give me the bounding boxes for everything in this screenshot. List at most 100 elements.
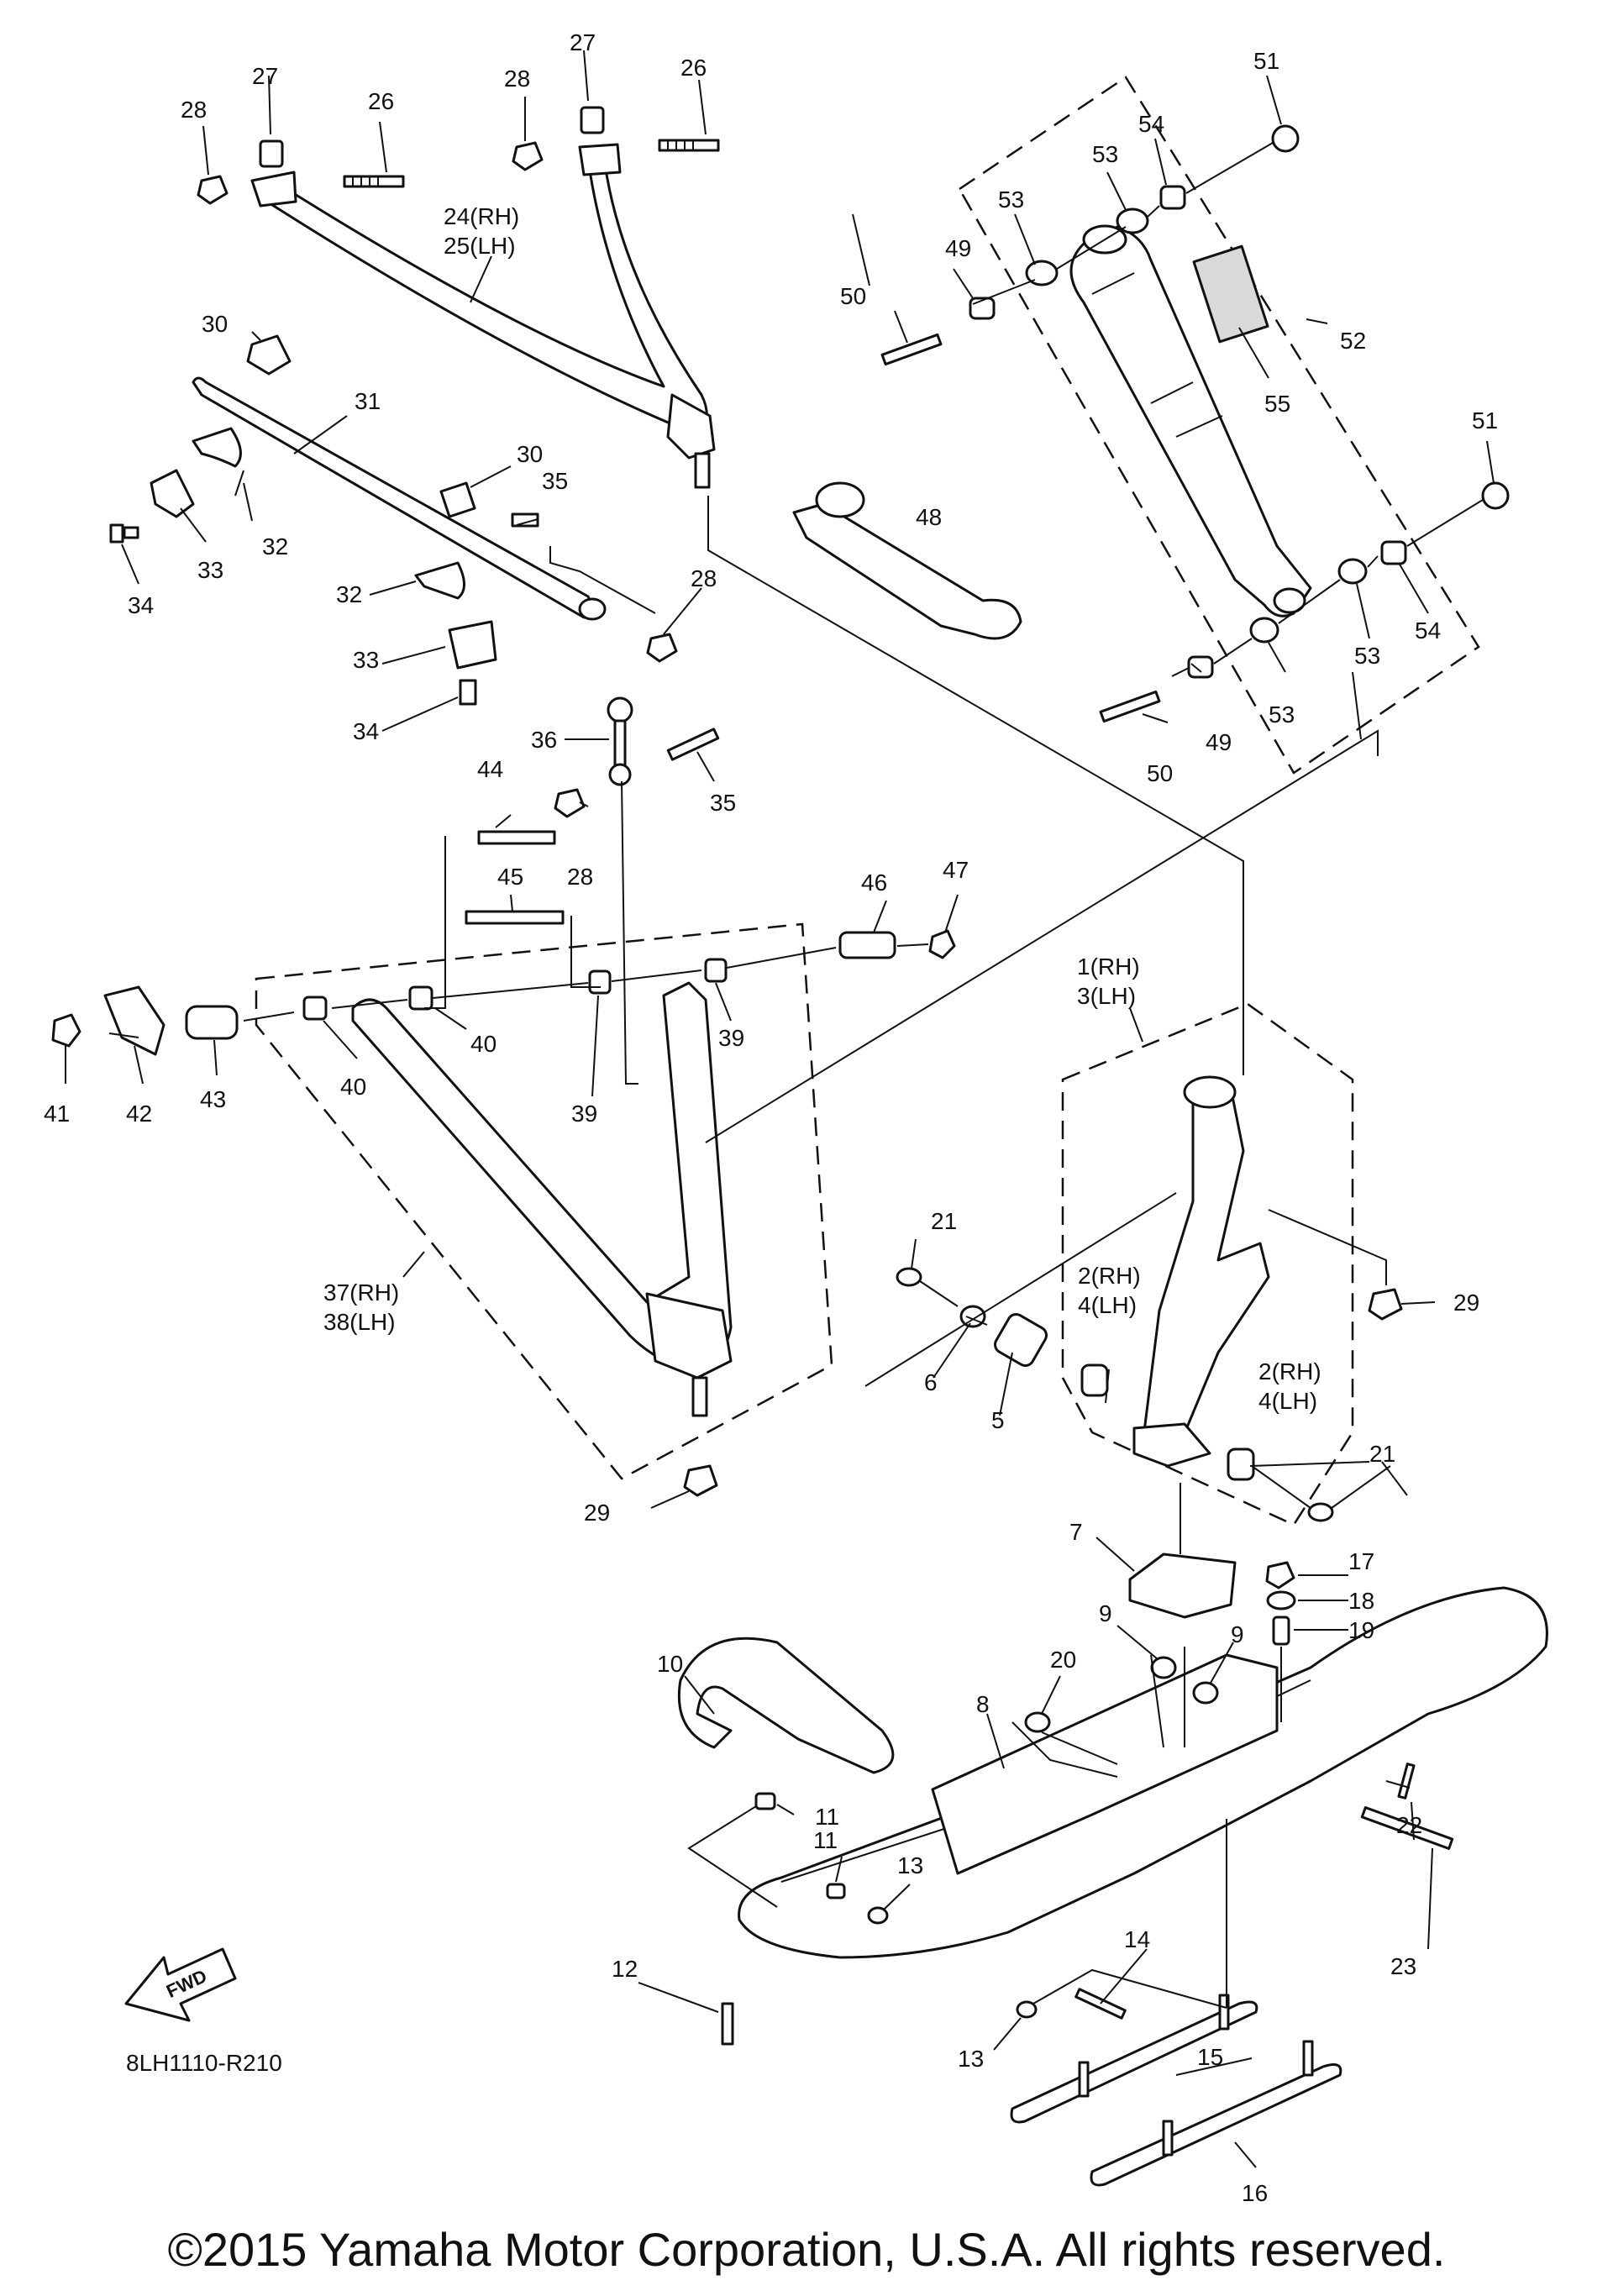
callout-18: 18 (1348, 1588, 1374, 1614)
callout-1: 1(RH) (1077, 954, 1140, 980)
callout-27b: 27 (570, 29, 596, 55)
callout-35b: 35 (710, 790, 736, 816)
nut-17 (1265, 1561, 1295, 1589)
callout-46: 46 (861, 870, 887, 896)
bolt-50-b (1099, 690, 1161, 723)
washer-21-b (1307, 1502, 1334, 1522)
callout-50b: 50 (1147, 760, 1173, 786)
bushing-40-b (408, 985, 433, 1011)
shock-absorber (1069, 224, 1312, 617)
callout-39b: 39 (718, 1025, 744, 1051)
callout-49a: 49 (945, 235, 971, 261)
nut-11-b (826, 1883, 846, 1899)
callout-23: 23 (1390, 1953, 1416, 1979)
bolt-45 (465, 910, 565, 925)
callout-55: 55 (1264, 391, 1290, 417)
bushing-53-d (1249, 617, 1279, 644)
callout-28a: 28 (181, 97, 207, 123)
collar-49-b (1187, 655, 1214, 679)
callout-9b: 9 (1231, 1621, 1244, 1647)
tool-48 (792, 481, 1022, 640)
callout-48: 48 (916, 504, 942, 530)
callout-27a: 27 (252, 63, 278, 89)
bracket-33-a (150, 469, 195, 518)
callout-11b: 11 (813, 1827, 838, 1853)
callout-7: 7 (1069, 1519, 1083, 1545)
callout-47: 47 (943, 857, 969, 883)
collar-27-right (580, 106, 605, 134)
collar-27-left (259, 139, 284, 168)
bushing-9-a (1150, 1656, 1177, 1679)
callout-29b: 29 (584, 1500, 610, 1526)
callout-44: 44 (477, 756, 503, 782)
callout-30b: 30 (517, 441, 543, 467)
callout-17: 17 (1348, 1548, 1374, 1574)
lower-arm-group-box (255, 922, 833, 1480)
callout-25: 25(LH) (444, 233, 516, 259)
callout-43: 43 (200, 1086, 226, 1112)
collar-19 (1272, 1616, 1290, 1646)
callout-29a: 29 (1453, 1290, 1479, 1316)
bushing-9-b (1192, 1681, 1219, 1705)
callout-4b: 4(LH) (1258, 1388, 1317, 1414)
callout-5: 5 (991, 1407, 1005, 1433)
collar-54-b (1380, 540, 1407, 565)
collar-5 (994, 1313, 1048, 1367)
label-55 (1192, 244, 1269, 344)
callout-51b: 51 (1472, 407, 1498, 433)
callout-26a: 26 (368, 88, 394, 114)
callout-33a: 33 (197, 557, 223, 583)
callout-14: 14 (1124, 1926, 1150, 1952)
wear-bar-15 (1010, 1994, 1258, 2124)
callout-labels: 1(RH) 3(LH) 2(RH) 4(LH) 2(RH) 4(LH) 5 6 … (44, 29, 1498, 2206)
callout-42: 42 (126, 1101, 152, 1127)
callout-6: 6 (924, 1369, 938, 1395)
leader-lines (234, 142, 1484, 2009)
lower-a-arm (351, 981, 733, 1417)
spindle (1132, 1075, 1270, 1468)
ski-handle-10 (677, 1637, 895, 1774)
callout-19: 19 (1348, 1617, 1374, 1643)
wear-bar-16 (1090, 2040, 1342, 2187)
callout-21b: 21 (1369, 1441, 1395, 1467)
callout-13a: 13 (897, 1852, 923, 1878)
callout-45: 45 (497, 864, 523, 890)
clamp-32-a (192, 427, 242, 468)
bracket-33-b (448, 620, 497, 670)
nut-29-b (683, 1464, 718, 1497)
bolt-23 (1360, 1806, 1454, 1850)
bushing-2-b (1227, 1447, 1255, 1481)
bushing-2-a (1080, 1363, 1109, 1397)
callout-34b: 34 (353, 718, 379, 744)
link-rod-36 (607, 696, 633, 786)
spindle-group-box (1061, 1002, 1354, 1526)
nut-29-a (1368, 1288, 1403, 1321)
callout-9a: 9 (1099, 1600, 1112, 1626)
callout-2b: 2(RH) (1258, 1358, 1321, 1384)
callout-32a: 32 (262, 533, 288, 560)
callout-16: 16 (1242, 2180, 1268, 2206)
callout-33b: 33 (353, 647, 379, 673)
callout-36: 36 (531, 727, 557, 753)
callout-51a: 51 (1253, 48, 1279, 74)
copyright-notice: ©2015 Yamaha Motor Corporation, U.S.A. A… (167, 2223, 1446, 2276)
callout-28c: 28 (691, 565, 717, 591)
nut-11-a (754, 1792, 776, 1810)
nut-28-b (512, 141, 544, 171)
callout-39a: 39 (571, 1101, 597, 1127)
nut-28-c (646, 633, 678, 663)
bushing-39-a (588, 969, 612, 995)
stabilizer-bar (192, 376, 607, 621)
pin-22 (1397, 1763, 1416, 1799)
callout-49b: 49 (1206, 729, 1232, 755)
callout-20: 20 (1050, 1647, 1076, 1673)
bushing-40-a (302, 996, 328, 1021)
callout-38: 38(LH) (323, 1309, 396, 1335)
callout-8: 8 (976, 1691, 990, 1717)
nut-41 (51, 1013, 81, 1048)
nut-28-d (554, 788, 586, 818)
callout-22: 22 (1396, 1812, 1422, 1838)
bracket-42 (103, 985, 166, 1056)
callout-53d: 53 (1269, 701, 1295, 728)
